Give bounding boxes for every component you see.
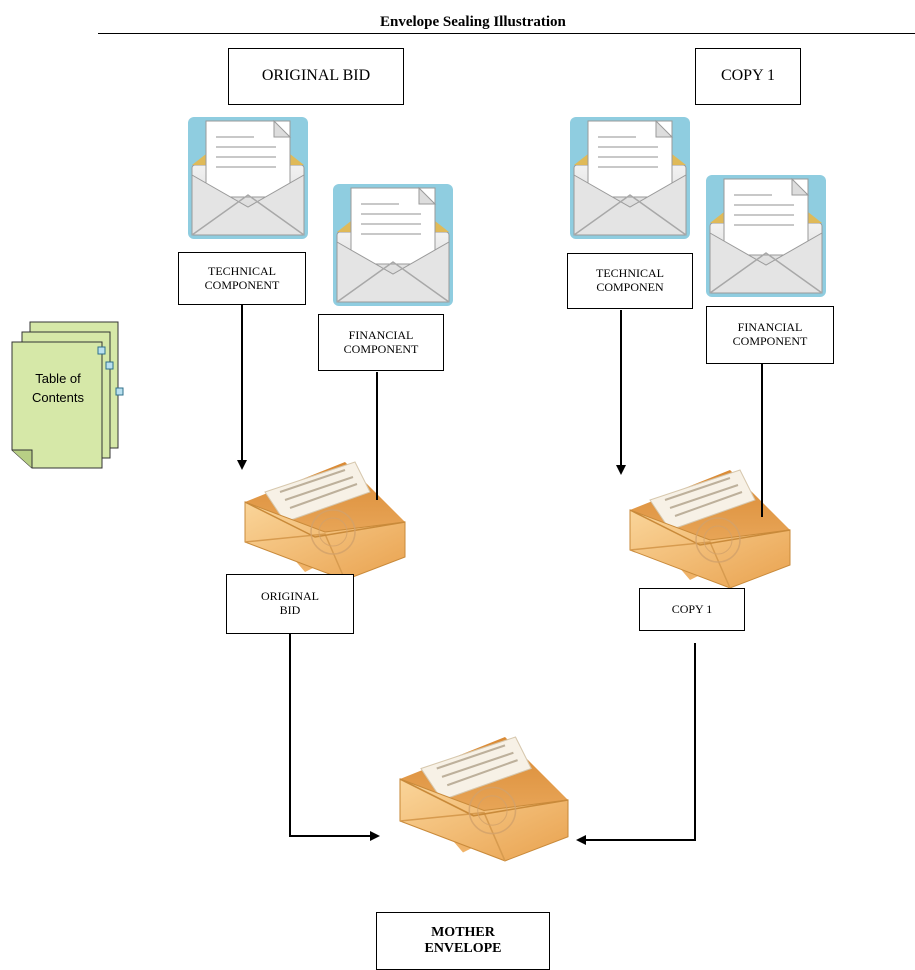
- technical-component-label-right: TECHNICAL COMPONEN: [567, 253, 693, 309]
- original-bid-sealed-label: ORIGINAL BID: [226, 574, 354, 634]
- copy-sealed-envelope-icon: [629, 469, 791, 589]
- toc-label-line1: Table of: [35, 371, 81, 386]
- technical-envelope-icon-left: [187, 116, 309, 240]
- mother-envelope-label: MOTHER ENVELOPE: [376, 912, 550, 970]
- original-to-mother-arrow: [289, 634, 380, 841]
- financial-envelope-icon-left: [332, 183, 454, 307]
- copy-1-header: COPY 1: [695, 48, 801, 105]
- technical-component-label-left: TECHNICAL COMPONENT: [178, 252, 306, 305]
- copy-1-sealed-label: COPY 1: [639, 588, 745, 631]
- financial-component-label-right: FINANCIAL COMPONENT: [706, 306, 834, 364]
- financial-envelope-icon-right: [705, 174, 827, 298]
- title-underline: [98, 33, 915, 34]
- original-bid-sealed-envelope-icon: [244, 461, 406, 581]
- page-title: Envelope Sealing Illustration: [380, 14, 566, 30]
- copy-to-mother-arrow: [576, 643, 696, 845]
- mother-envelope-icon: [398, 735, 570, 862]
- technical-envelope-icon-right: [569, 116, 691, 240]
- toc-label-line2: Contents: [32, 390, 85, 405]
- table-of-contents-icon: Table of Contents: [11, 321, 124, 469]
- financial-component-label-left: FINANCIAL COMPONENT: [318, 314, 444, 371]
- original-bid-header: ORIGINAL BID: [228, 48, 404, 105]
